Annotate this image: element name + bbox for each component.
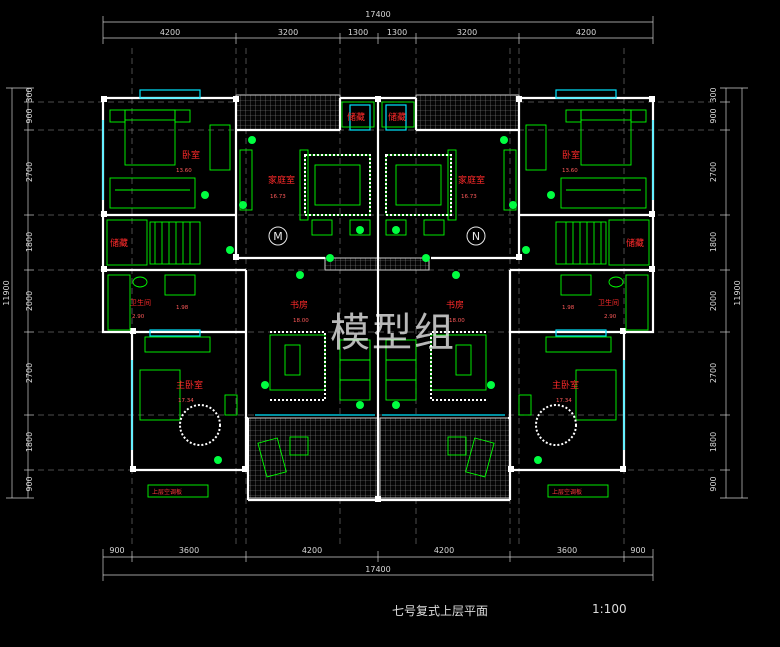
room-storage-right: 储藏 (626, 237, 644, 249)
room-master-left-area: 17.34 (178, 398, 194, 404)
room-master-left: 主卧室 (176, 379, 203, 391)
dim-right-1: 300 (709, 87, 718, 102)
room-study-right-area: 18.00 (449, 318, 465, 324)
dim-left-1: 300 (25, 87, 34, 102)
dim-left-8: 900 (25, 476, 34, 491)
dim-right-7: 1800 (709, 432, 718, 452)
drawing-scale: 1:100 (592, 602, 627, 616)
dim-bottom-3: 4200 (302, 546, 322, 555)
axis-label-n: N (472, 230, 480, 243)
dim-top-3: 1300 (348, 28, 368, 37)
dim-left-6: 2700 (25, 363, 34, 383)
axis-markers: M N (268, 226, 486, 246)
room-storage-left: 储藏 (110, 237, 128, 249)
dim-top-2: 3200 (278, 28, 298, 37)
dim-left-4: 1800 (25, 232, 34, 252)
room-bathroom-left-area: 2.90 (132, 314, 145, 320)
dim-top-6: 4200 (576, 28, 596, 37)
dimension-lines (6, 16, 748, 581)
dim-top-5: 3200 (457, 28, 477, 37)
windows (102, 89, 654, 450)
room-family-left: 家庭室 (268, 174, 295, 186)
dim-right-4: 1800 (709, 232, 718, 252)
room-study-left-area: 18.00 (293, 318, 309, 324)
dim-top-1: 4200 (160, 28, 180, 37)
room-bedroom-left: 卧室 (182, 149, 200, 161)
dim-bottom-5: 3600 (557, 546, 577, 555)
room-bedroom-right-area: 13.60 (562, 168, 578, 174)
dim-bottom-2: 3600 (179, 546, 199, 555)
watermark: 模型组 (330, 310, 456, 356)
room-bathroom-right-small-area: 1.98 (562, 305, 575, 311)
dim-left-5: 2000 (25, 291, 34, 311)
room-bathroom-left: 卫生间 (130, 298, 151, 307)
dim-top-total: 17400 (365, 10, 390, 19)
room-storage-top-left: 储藏 (347, 111, 365, 123)
dim-right-5: 2000 (709, 291, 718, 311)
room-bathroom-right: 卫生间 (598, 298, 619, 307)
dim-left-total: 11900 (2, 280, 11, 305)
dim-left-7: 1800 (25, 432, 34, 452)
room-labels: 卧室 13.60 卧室 13.60 家庭室 16.73 家庭室 16.73 储藏… (110, 111, 644, 496)
dim-bottom-1: 900 (109, 546, 124, 555)
dim-top-4: 1300 (387, 28, 407, 37)
drawing-title: 七号复式上层平面 (392, 604, 489, 618)
plants (201, 136, 555, 464)
axis-label-m: M (273, 230, 283, 243)
room-master-right: 主卧室 (552, 379, 579, 391)
room-bedroom-left-area: 13.60 (176, 168, 192, 174)
room-family-right-area: 16.73 (461, 194, 477, 200)
terrace-hatches (235, 94, 520, 499)
room-study-left: 书房 (290, 299, 308, 311)
dim-left-3: 2700 (25, 162, 34, 182)
room-family-left-area: 16.73 (270, 194, 286, 200)
room-family-right: 家庭室 (458, 174, 485, 186)
dim-right-3: 2700 (709, 162, 718, 182)
dim-right-6: 2700 (709, 363, 718, 383)
dim-bottom-6: 900 (630, 546, 645, 555)
walls (101, 96, 655, 502)
dim-bottom-4: 4200 (434, 546, 454, 555)
room-bathroom-right-area: 2.90 (604, 314, 617, 320)
furniture (106, 101, 650, 498)
room-bathroom-left-small-area: 1.98 (176, 305, 189, 311)
note-ac-board-left: 上层空调板 (152, 488, 182, 496)
dim-right-2: 900 (709, 108, 718, 123)
room-study-right: 书房 (446, 299, 464, 311)
room-master-right-area: 17.34 (556, 398, 572, 404)
room-bedroom-right: 卧室 (562, 149, 580, 161)
dim-right-total: 11900 (733, 280, 742, 305)
room-storage-top-right: 储藏 (388, 111, 406, 123)
dim-bottom-total: 17400 (365, 565, 390, 574)
dim-right-8: 900 (709, 476, 718, 491)
round-features (179, 154, 577, 446)
wall-blocks (101, 96, 655, 502)
note-ac-board-right: 上层空调板 (552, 488, 582, 496)
dim-left-2: 900 (25, 108, 34, 123)
